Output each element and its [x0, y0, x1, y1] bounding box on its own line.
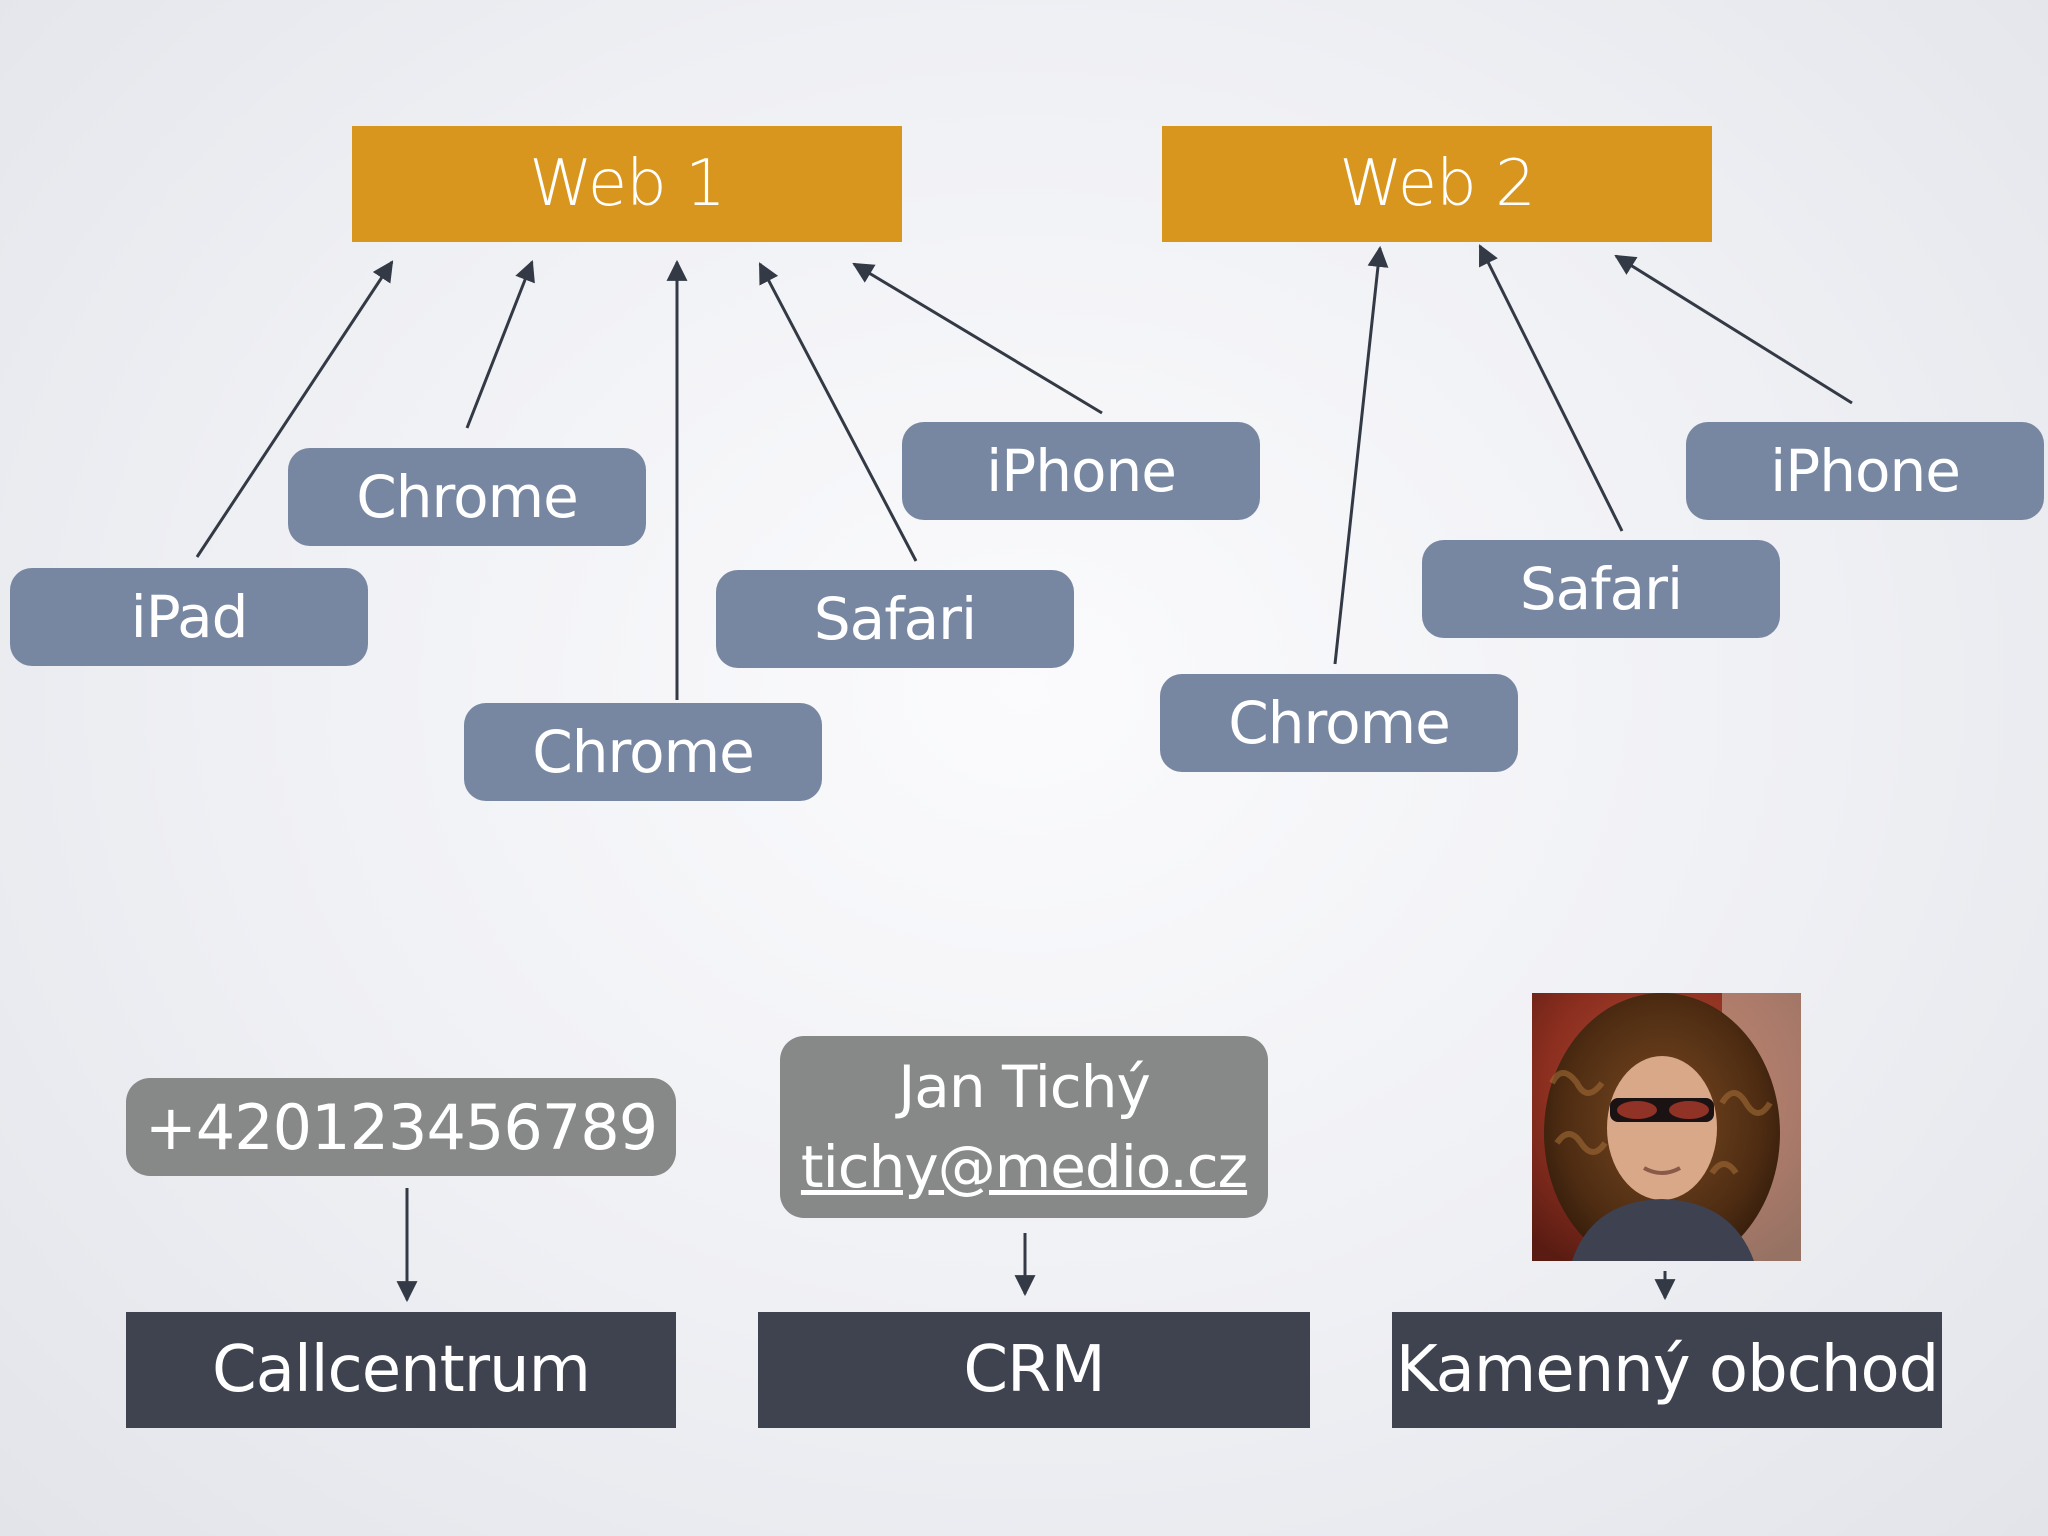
device-iphone-label: iPhone	[986, 437, 1177, 505]
arrow-iphone-web2	[1614, 254, 1853, 405]
channel-store-label: Kamenný obchod	[1395, 1333, 1939, 1407]
channel-callcentrum: Callcentrum	[126, 1312, 676, 1428]
device-iphone: iPhone	[902, 422, 1260, 520]
device-safari-web2: Safari	[1422, 540, 1780, 638]
device-chrome-2: Chrome	[464, 703, 822, 801]
arrow-chrome1-web1	[465, 260, 535, 429]
person-portrait-icon	[1532, 993, 1801, 1261]
device-chrome-2-label: Chrome	[532, 718, 754, 786]
contact-card: Jan Tichý tichy@medio.cz	[780, 1036, 1268, 1218]
device-iphone-web2-label: iPhone	[1770, 437, 1961, 505]
phone-number-label: +420123456789	[144, 1090, 658, 1164]
device-chrome-web2-label: Chrome	[1228, 689, 1450, 757]
device-safari-web2-label: Safari	[1519, 555, 1683, 623]
arrow-chrome-web2	[1333, 245, 1389, 665]
arrow-iphone-web1	[852, 262, 1103, 415]
channel-crm: CRM	[758, 1312, 1310, 1428]
web-1-label: Web 1	[529, 147, 726, 221]
device-chrome-1: Chrome	[288, 448, 646, 546]
contact-email-link[interactable]: tichy@medio.cz	[800, 1133, 1248, 1201]
channel-store: Kamenný obchod	[1392, 1312, 1942, 1428]
channel-crm-label: CRM	[963, 1333, 1105, 1407]
device-chrome-web2: Chrome	[1160, 674, 1518, 772]
device-ipad-label: iPad	[130, 583, 249, 651]
arrow-safari-web2	[1478, 244, 1624, 532]
web-2-label: Web 2	[1339, 147, 1536, 221]
device-iphone-web2: iPhone	[1686, 422, 2044, 520]
contact-name: Jan Tichý	[898, 1053, 1151, 1121]
channel-callcentrum-label: Callcentrum	[212, 1333, 591, 1407]
web-1-box: Web 1	[352, 126, 902, 242]
device-ipad: iPad	[10, 568, 368, 666]
device-safari: Safari	[716, 570, 1074, 668]
device-safari-label: Safari	[813, 585, 977, 653]
web-2-box: Web 2	[1162, 126, 1712, 242]
phone-number-box: +420123456789	[126, 1078, 676, 1176]
arrow-ipad-web1	[195, 260, 394, 558]
arrow-safari-web1	[758, 262, 918, 562]
device-chrome-1-label: Chrome	[356, 463, 578, 531]
customer-photo	[1532, 993, 1801, 1261]
